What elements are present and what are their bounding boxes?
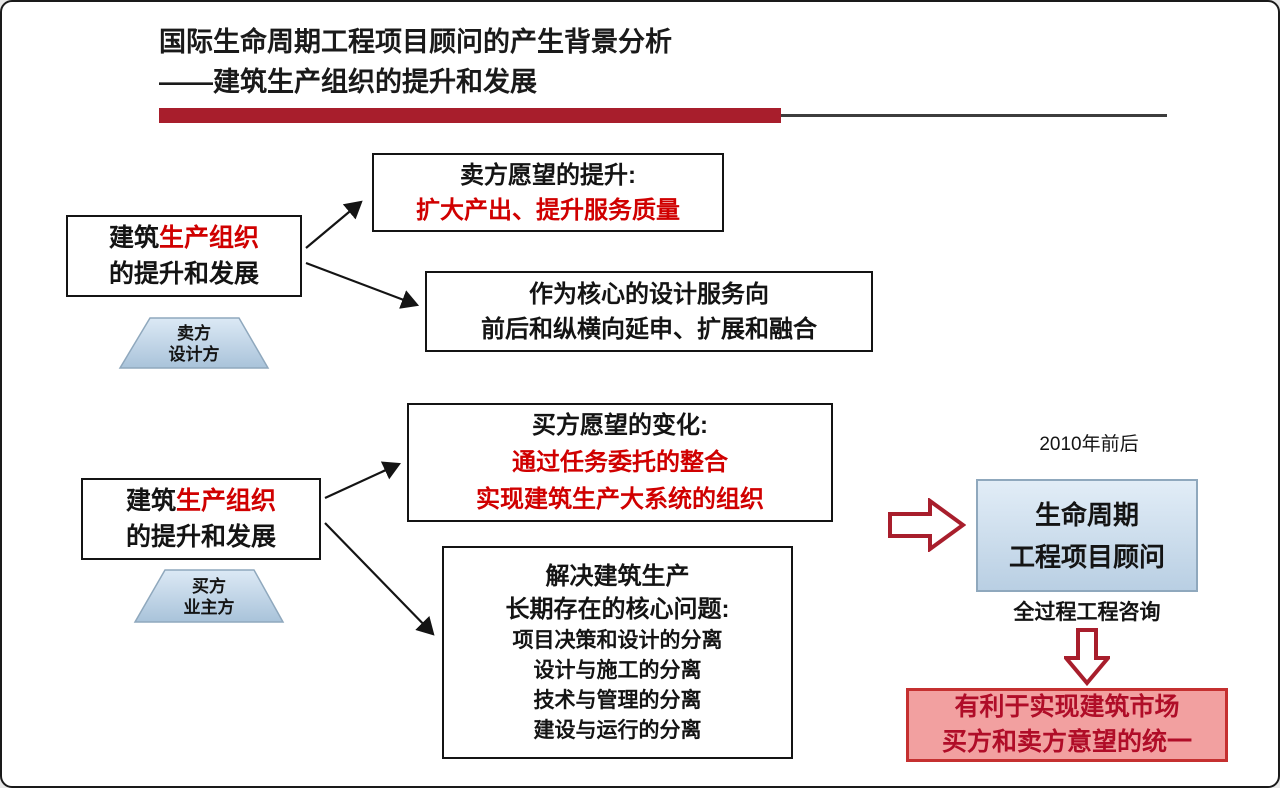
conclusion-line2: 买方和卖方意望的统一 (941, 728, 1192, 756)
seller-trapezoid-line2: 设计方 (168, 345, 220, 364)
arrow-seller-to-outcome1 (305, 200, 363, 249)
buyer-trapezoid-shape (133, 569, 285, 623)
seller-source-highlight: 生产组织 (159, 224, 260, 252)
title-line2: ——建筑生产组织的提升和发展 (159, 67, 537, 97)
result-sublabel: 全过程工程咨询 (1013, 601, 1161, 624)
seller-trapezoid: 卖方 设计方 (118, 316, 270, 370)
buyer-outcome1-line3: 实现建筑生产大系统的组织 (476, 486, 764, 513)
seller-outcome2-line2: 前后和纵横向延申、扩展和融合 (481, 315, 817, 343)
buyer-outcome2-item: 设计与施工的分离 (533, 658, 702, 682)
seller-outcome2-box: 作为核心的设计服务向 前后和纵横向延申、扩展和融合 (425, 271, 873, 352)
seller-source-line1: 建筑生产组织 (109, 220, 259, 256)
conclusion-box: 有利于实现建筑市场 买方和卖方意望的统一 (906, 688, 1228, 762)
result-box-line2: 工程项目顾问 (1008, 541, 1165, 572)
seller-source-prefix: 建筑 (108, 224, 159, 252)
buyer-outcome2-line1: 解决建筑生产 (545, 562, 690, 590)
buyer-trapezoid: 买方 业主方 (133, 568, 285, 624)
buyer-trapezoid-line1: 买方 (192, 577, 226, 596)
title-thin-line (781, 114, 1167, 117)
arrow-buyer-to-outcome2 (324, 522, 435, 636)
buyer-source-line2: 的提升和发展 (125, 523, 276, 551)
buyer-source-line1: 建筑生产组织 (126, 483, 276, 519)
buyer-outcome1-line1: 买方愿望的变化: (532, 412, 708, 439)
buyer-outcome2-item: 项目决策和设计的分离 (512, 628, 723, 652)
seller-trapezoid-text: 卖方 设计方 (118, 316, 270, 370)
buyer-outcome2-item: 技术与管理的分离 (533, 688, 702, 712)
seller-trapezoid-line1: 卖方 (177, 324, 211, 343)
seller-outcome2-line1: 作为核心的设计服务向 (529, 280, 769, 308)
conclusion-line1: 有利于实现建筑市场 (954, 693, 1180, 721)
buyer-outcome1-line2: 通过任务委托的整合 (512, 449, 728, 476)
title-line1: 国际生命周期工程项目顾问的产生背景分析 (159, 27, 672, 57)
seller-outcome1-line1: 卖方愿望的提升: (460, 161, 636, 189)
arrow-seller-to-outcome2 (305, 261, 420, 309)
buyer-outcome2-box: 解决建筑生产 长期存在的核心问题: 项目决策和设计的分离 设计与施工的分离 技术… (442, 546, 793, 759)
page-title: 国际生命周期工程项目顾问的产生背景分析 ——建筑生产组织的提升和发展 (159, 22, 672, 102)
right-block-arrow-icon (888, 498, 966, 552)
result-box: 生命周期 工程项目顾问 (976, 479, 1198, 592)
period-label: 2010年前后 (1039, 434, 1139, 455)
buyer-outcome2-line2: 长期存在的核心问题: (505, 595, 730, 623)
buyer-source-highlight: 生产组织 (176, 487, 277, 515)
seller-trapezoid-shape (118, 317, 270, 369)
title-accent-bar (159, 108, 781, 123)
buyer-outcome1-box: 买方愿望的变化: 通过任务委托的整合 实现建筑生产大系统的组织 (407, 403, 833, 522)
arrow-buyer-to-outcome1 (324, 461, 401, 499)
down-block-arrow-icon (1064, 628, 1110, 686)
buyer-trapezoid-line2: 业主方 (183, 598, 235, 617)
buyer-trapezoid-text: 买方 业主方 (133, 568, 285, 624)
seller-source-box: 建筑生产组织 的提升和发展 (66, 215, 302, 297)
buyer-source-box: 建筑生产组织 的提升和发展 (81, 478, 321, 560)
buyer-outcome2-item: 建设与运行的分离 (533, 718, 702, 742)
buyer-source-prefix: 建筑 (125, 487, 176, 515)
seller-outcome1-box: 卖方愿望的提升: 扩大产出、提升服务质量 (372, 153, 724, 232)
result-box-line1: 生命周期 (1034, 499, 1139, 530)
seller-source-line2: 的提升和发展 (108, 260, 259, 288)
seller-outcome1-line2: 扩大产出、提升服务质量 (416, 196, 680, 224)
